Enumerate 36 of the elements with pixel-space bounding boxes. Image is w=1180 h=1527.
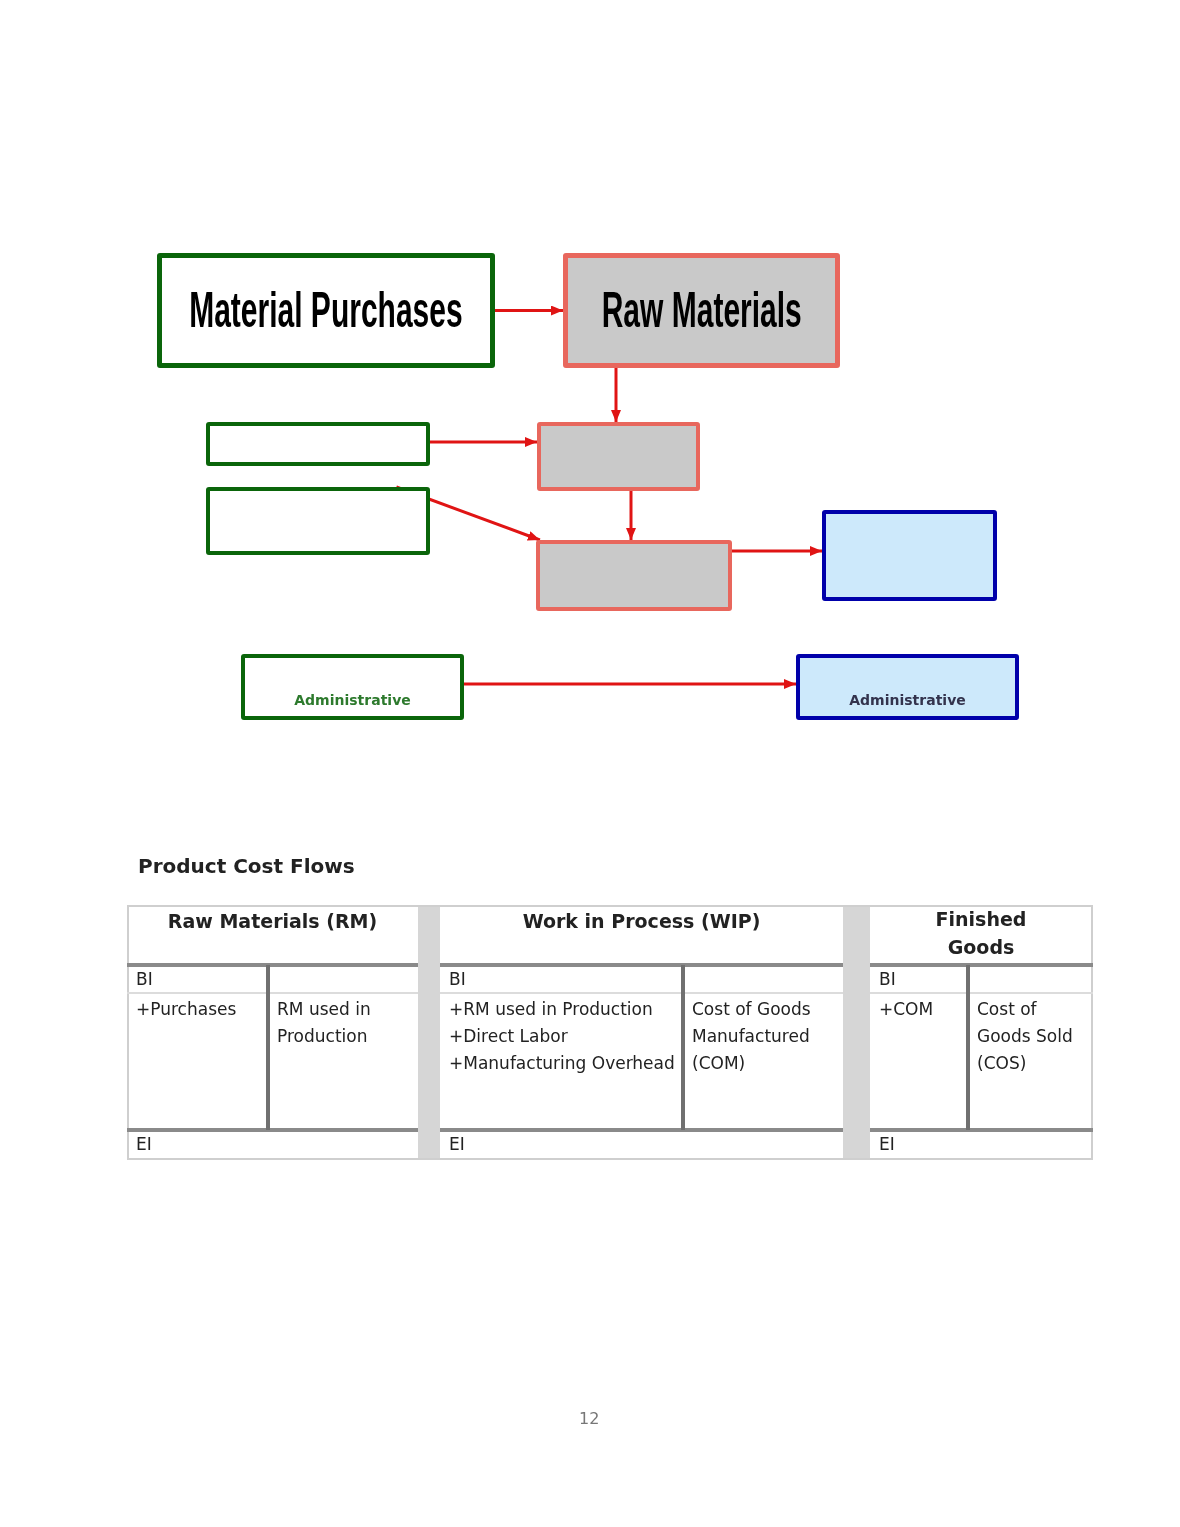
box-label: Administrative: [294, 691, 411, 709]
ledger-entry: Cost of Goods Manufactured (COM): [692, 998, 812, 1076]
ledger-entry: EI: [136, 1133, 152, 1156]
account-heading: Finished Goods: [934, 907, 1028, 960]
process-box: [157, 253, 495, 368]
ledger-entry: BI: [879, 968, 896, 991]
process-box: [796, 654, 1019, 720]
process-box: [241, 654, 464, 720]
box-label: Administrative: [849, 691, 966, 709]
ledger-entry: +Purchases: [136, 998, 237, 1021]
process-box: [563, 253, 840, 368]
ledger-entry: +COM: [879, 998, 934, 1021]
arrow: [611, 368, 621, 422]
page-number: 12: [579, 1408, 600, 1430]
account-heading: Raw Materials (RM): [166, 909, 379, 934]
table-title: Product Cost Flows: [138, 853, 355, 880]
account-heading: Work in Process (WIP): [521, 909, 762, 934]
box-label: Raw Materials: [601, 284, 802, 337]
empty-box: [536, 540, 732, 611]
ledger-entry: +RM used in Production +Direct Labor +Manufacturing Overhead: [449, 998, 676, 1076]
arrow: [732, 546, 822, 556]
empty-box: [206, 422, 430, 466]
arrow: [626, 491, 636, 540]
ledger-entry: EI: [449, 1133, 465, 1156]
empty-box: [206, 487, 430, 555]
arrow: [495, 305, 563, 316]
empty-box: [822, 510, 997, 601]
ledger-entry: Cost of Goods Sold (COS): [977, 998, 1074, 1076]
ledger-entry: BI: [449, 968, 466, 991]
arrow: [430, 437, 537, 447]
empty-box: [537, 422, 700, 491]
ledger-entry: BI: [136, 968, 153, 991]
ledger-entry: RM used in Production: [277, 998, 372, 1049]
ledger-entry: EI: [879, 1133, 895, 1156]
arrow: [464, 679, 796, 689]
box-label: Material Purchases: [189, 284, 463, 337]
